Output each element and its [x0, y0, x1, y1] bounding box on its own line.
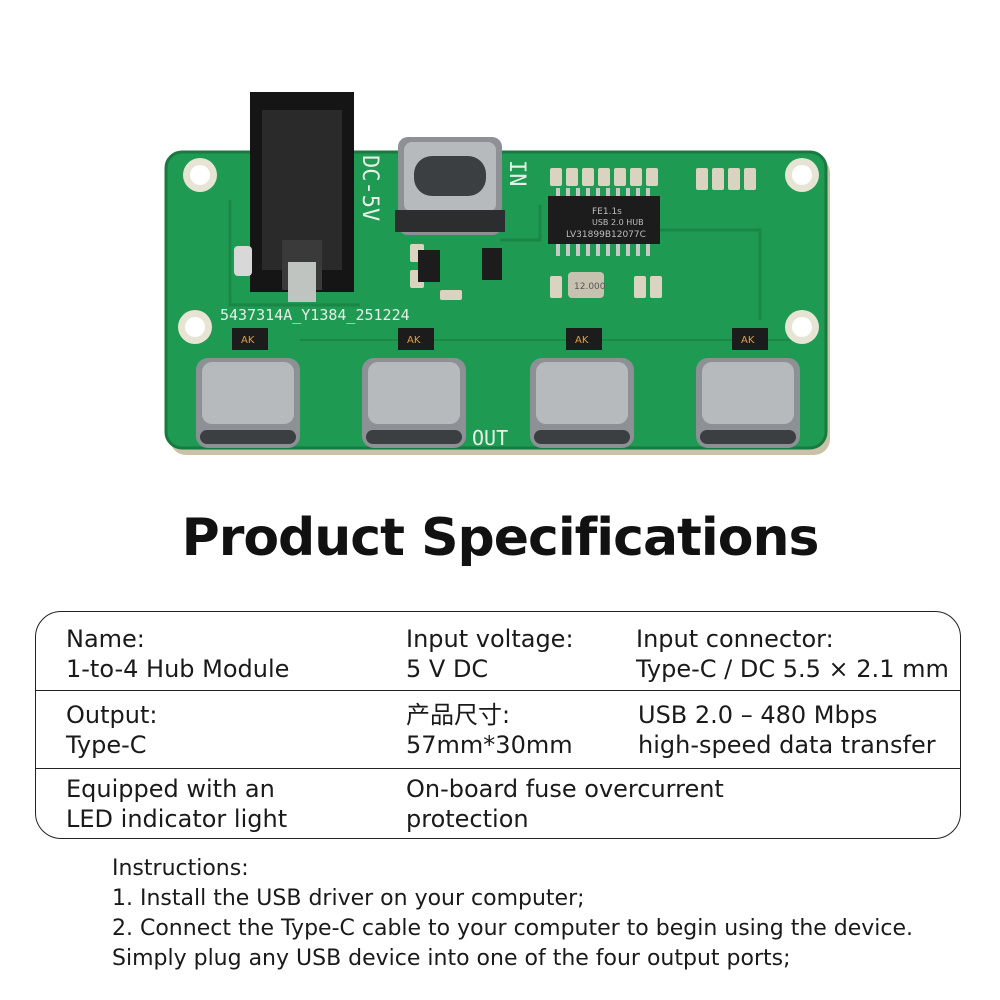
spec-value: high-speed data transfer — [638, 731, 936, 759]
page-title: Product Specifications — [181, 508, 820, 568]
silkscreen-dc-label: DC-5V — [357, 155, 382, 221]
spec-label: Input voltage: — [406, 625, 574, 653]
spec-text: LED indicator light — [66, 805, 288, 833]
spec-value: Type-C / DC 5.5 × 2.1 mm — [636, 655, 949, 683]
diode-mark-3: AK — [575, 335, 589, 346]
spec-cell-size: 产品尺寸: 57mm*30mm — [406, 700, 573, 760]
instruction-line: 1. Install the USB driver on your comput… — [112, 886, 585, 911]
crystal-oscillator: 12.000 — [568, 272, 606, 298]
spec-text: Equipped with an — [66, 775, 275, 803]
chip-marking-line1: FE1.1s — [592, 207, 622, 217]
spec-cell-fuse: On-board fuse overcurrent protection — [406, 774, 724, 834]
spec-label: Output: — [66, 701, 158, 729]
instruction-line: Simply plug any USB device into one of t… — [112, 946, 791, 971]
spec-value: 5 V DC — [406, 655, 489, 683]
spec-table: Name: 1-to-4 Hub Module Input voltage: 5… — [35, 611, 961, 839]
spec-cell-led: Equipped with an LED indicator light — [66, 774, 287, 834]
output-usb-c-ports — [196, 358, 800, 448]
chip-marking-line3: LV31899B12077C — [566, 230, 646, 240]
spec-value: Type-C — [66, 731, 147, 759]
spec-label: Input connector: — [636, 625, 834, 653]
spec-cell-output: Output: Type-C — [66, 700, 157, 760]
instructions-block: Instructions: 1. Install the USB driver … — [112, 854, 972, 974]
spec-row: Name: 1-to-4 Hub Module Input voltage: 5… — [36, 612, 960, 691]
diode-mark-2: AK — [407, 335, 421, 346]
spec-cell-usb-speed: USB 2.0 – 480 Mbps high-speed data trans… — [638, 700, 936, 760]
spec-text: protection — [406, 805, 529, 833]
spec-text: On-board fuse overcurrent — [406, 775, 724, 803]
spec-cell-input-connector: Input connector: Type-C / DC 5.5 × 2.1 m… — [636, 624, 949, 684]
instruction-line: 2. Connect the Type-C cable to your comp… — [112, 916, 914, 941]
spec-label: USB 2.0 – 480 Mbps — [638, 701, 878, 729]
spec-row: Equipped with an LED indicator light On-… — [36, 768, 960, 838]
chip-marking-line2: USB 2.0 HUB — [592, 218, 644, 227]
board-serial-label: 5437314A_Y1384_251224 — [220, 306, 410, 324]
dc-barrel-jack — [234, 92, 354, 302]
mounting-holes — [178, 158, 819, 344]
spec-value: 57mm*30mm — [406, 731, 573, 759]
spec-label: Name: — [66, 625, 145, 653]
input-usb-c-port — [395, 137, 505, 235]
diode-mark-4: AK — [741, 335, 755, 346]
spec-label: 产品尺寸: — [406, 701, 511, 729]
instructions-heading: Instructions: — [112, 856, 249, 881]
regulator-chip — [418, 248, 502, 282]
spec-cell-input-voltage: Input voltage: 5 V DC — [406, 624, 574, 684]
spec-cell-name: Name: 1-to-4 Hub Module — [66, 624, 289, 684]
smd-components — [410, 168, 756, 300]
hub-controller-chip: FE1.1s USB 2.0 HUB LV31899B12077C — [548, 188, 660, 256]
silkscreen-in-label: IN — [504, 160, 529, 187]
silkscreen-out-label: OUT — [472, 426, 508, 450]
spec-value: 1-to-4 Hub Module — [66, 655, 290, 683]
crystal-marking: 12.000 — [574, 282, 606, 292]
usb-hub-board-photo: DC-5V IN FE1.1s USB 2.0 HUB LV31899B1207… — [164, 92, 830, 455]
spec-row: Output: Type-C 产品尺寸: 57mm*30mm USB 2.0 –… — [36, 690, 960, 769]
diode-mark-1: AK — [241, 335, 255, 346]
protection-diodes — [232, 328, 768, 350]
